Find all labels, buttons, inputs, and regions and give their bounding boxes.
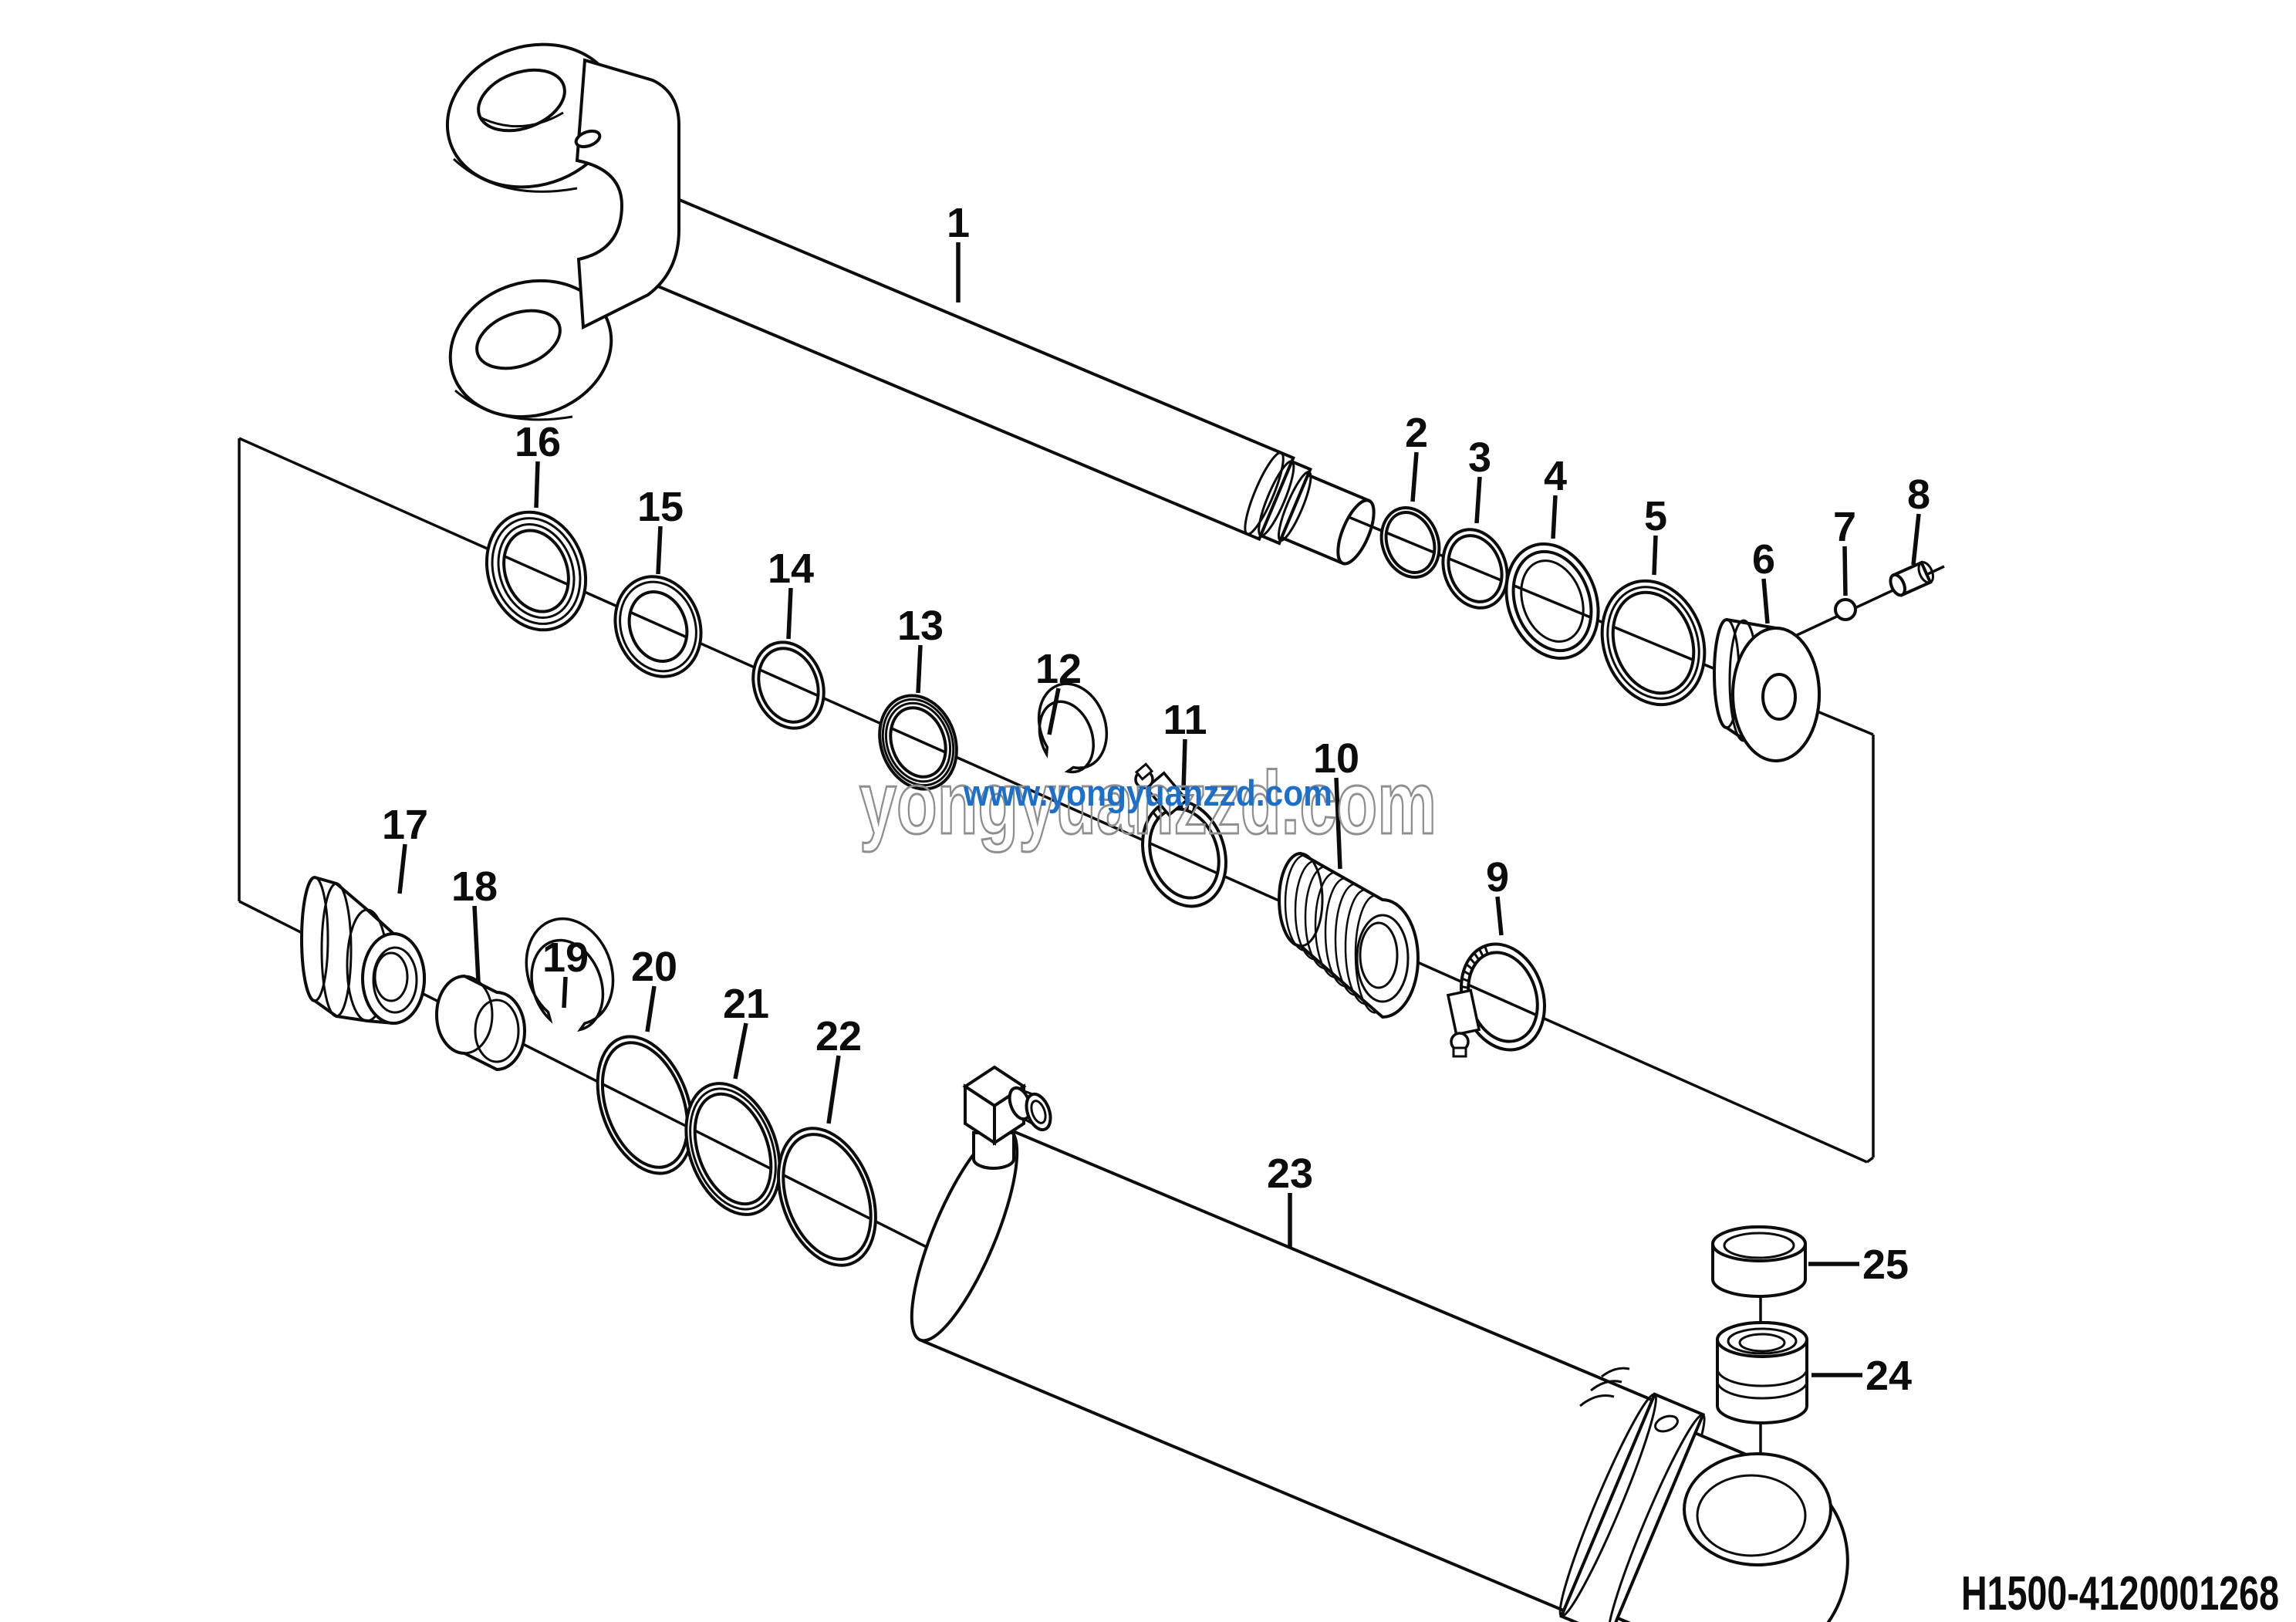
- callout-18-leader: [472, 905, 481, 982]
- part-check-ball: [1834, 598, 1857, 621]
- callout-18-label: 18: [451, 863, 498, 910]
- callout-24-label: 24: [1866, 1353, 1912, 1399]
- callout-22-leader: [826, 1055, 841, 1124]
- callout-20-leader: [645, 985, 657, 1032]
- callout-15-leader: [656, 525, 663, 575]
- seal-ring: [777, 1127, 877, 1267]
- hose-clamp: [1134, 762, 1227, 908]
- part-head-gland: [300, 875, 426, 1026]
- seal-ring: [1504, 542, 1600, 660]
- seal-ring: [1379, 506, 1441, 579]
- part-rod-guide-head: [1713, 617, 1821, 763]
- seal-ring: [1441, 528, 1509, 610]
- drawing-number: H1500-4120001268: [1961, 1567, 2279, 1620]
- circlip: [525, 917, 615, 1032]
- seal-rings-layer: [485, 506, 1707, 1267]
- callout-15-label: 15: [637, 484, 684, 530]
- part-piston-rod: [631, 192, 1376, 566]
- circlips-layer: [525, 682, 1109, 1032]
- callout-5-leader: [1652, 535, 1658, 576]
- part-cylinder-barrel: [910, 1065, 1849, 1622]
- callout-17-label: 17: [382, 802, 428, 848]
- callout-3-leader: [1474, 476, 1482, 524]
- callout-21-label: 21: [723, 981, 769, 1027]
- part-threaded-bushing: [1278, 851, 1420, 1019]
- part-cap-ring: [1711, 1225, 1807, 1298]
- rod-clevis-fork: [445, 42, 680, 421]
- callout-2-label: 2: [1405, 410, 1428, 456]
- hose-clamps-layer: [1134, 762, 1546, 1058]
- callout-20-label: 20: [631, 944, 677, 990]
- callout-23-label: 23: [1267, 1151, 1313, 1197]
- seal-ring: [596, 1035, 694, 1175]
- callout-14-leader: [786, 587, 793, 640]
- callout-3-label: 3: [1468, 434, 1491, 481]
- callout-6-leader: [1761, 578, 1770, 624]
- seal-ring: [684, 1082, 782, 1216]
- seal-ring: [613, 575, 703, 678]
- barrel-eye-bore: [1683, 1452, 1832, 1566]
- callout-11-leader: [1181, 738, 1187, 791]
- callout-21-leader: [733, 1022, 748, 1080]
- seal-ring: [1600, 579, 1707, 707]
- callout-7-label: 7: [1833, 504, 1856, 550]
- part-set-pin: [1889, 560, 1935, 597]
- callout-9-leader: [1495, 896, 1504, 936]
- callout-8-label: 8: [1907, 471, 1930, 518]
- watermark-url-text: www.yongyuanzzd.com: [963, 772, 1332, 813]
- callout-14-label: 14: [768, 546, 814, 592]
- callout-8-leader: [1911, 513, 1921, 566]
- hose-clamp: [1446, 942, 1546, 1058]
- callout-17-leader: [397, 843, 407, 894]
- callout-9-label: 9: [1486, 854, 1509, 901]
- callout-5-label: 5: [1644, 493, 1667, 539]
- callout-4-leader: [1551, 495, 1558, 539]
- barrel-port-fitting: [962, 1065, 1052, 1170]
- callout-25-label: 25: [1862, 1242, 1909, 1288]
- callout-22-label: 22: [815, 1013, 862, 1059]
- circlip: [1037, 682, 1109, 774]
- callout-19-label: 19: [542, 934, 589, 981]
- callout-6-label: 6: [1752, 536, 1775, 583]
- seal-ring: [485, 510, 588, 632]
- callout-1-label: 1: [947, 200, 970, 246]
- callout-19-leader: [562, 976, 568, 1009]
- part-guide-bushing: [435, 974, 526, 1072]
- watermark-outline-text: yongyuanzzd.com: [859, 754, 1437, 853]
- callout-13-leader: [916, 644, 923, 694]
- callout-12-leader: [1047, 688, 1061, 735]
- seal-ring: [878, 694, 958, 791]
- callout-2-leader: [1410, 451, 1419, 502]
- part-pivot-bushing: [1716, 1321, 1808, 1424]
- callout-10-leader: [1334, 777, 1342, 870]
- callout-12-label: 12: [1035, 646, 1082, 692]
- callout-16-label: 16: [515, 419, 561, 465]
- callout-4-label: 4: [1544, 453, 1567, 499]
- callout-11-label: 11: [1163, 697, 1207, 743]
- callout-13-label: 13: [897, 603, 944, 649]
- callout-10-label: 10: [1313, 735, 1359, 782]
- callout-16-leader: [534, 461, 540, 509]
- seal-ring: [751, 640, 826, 730]
